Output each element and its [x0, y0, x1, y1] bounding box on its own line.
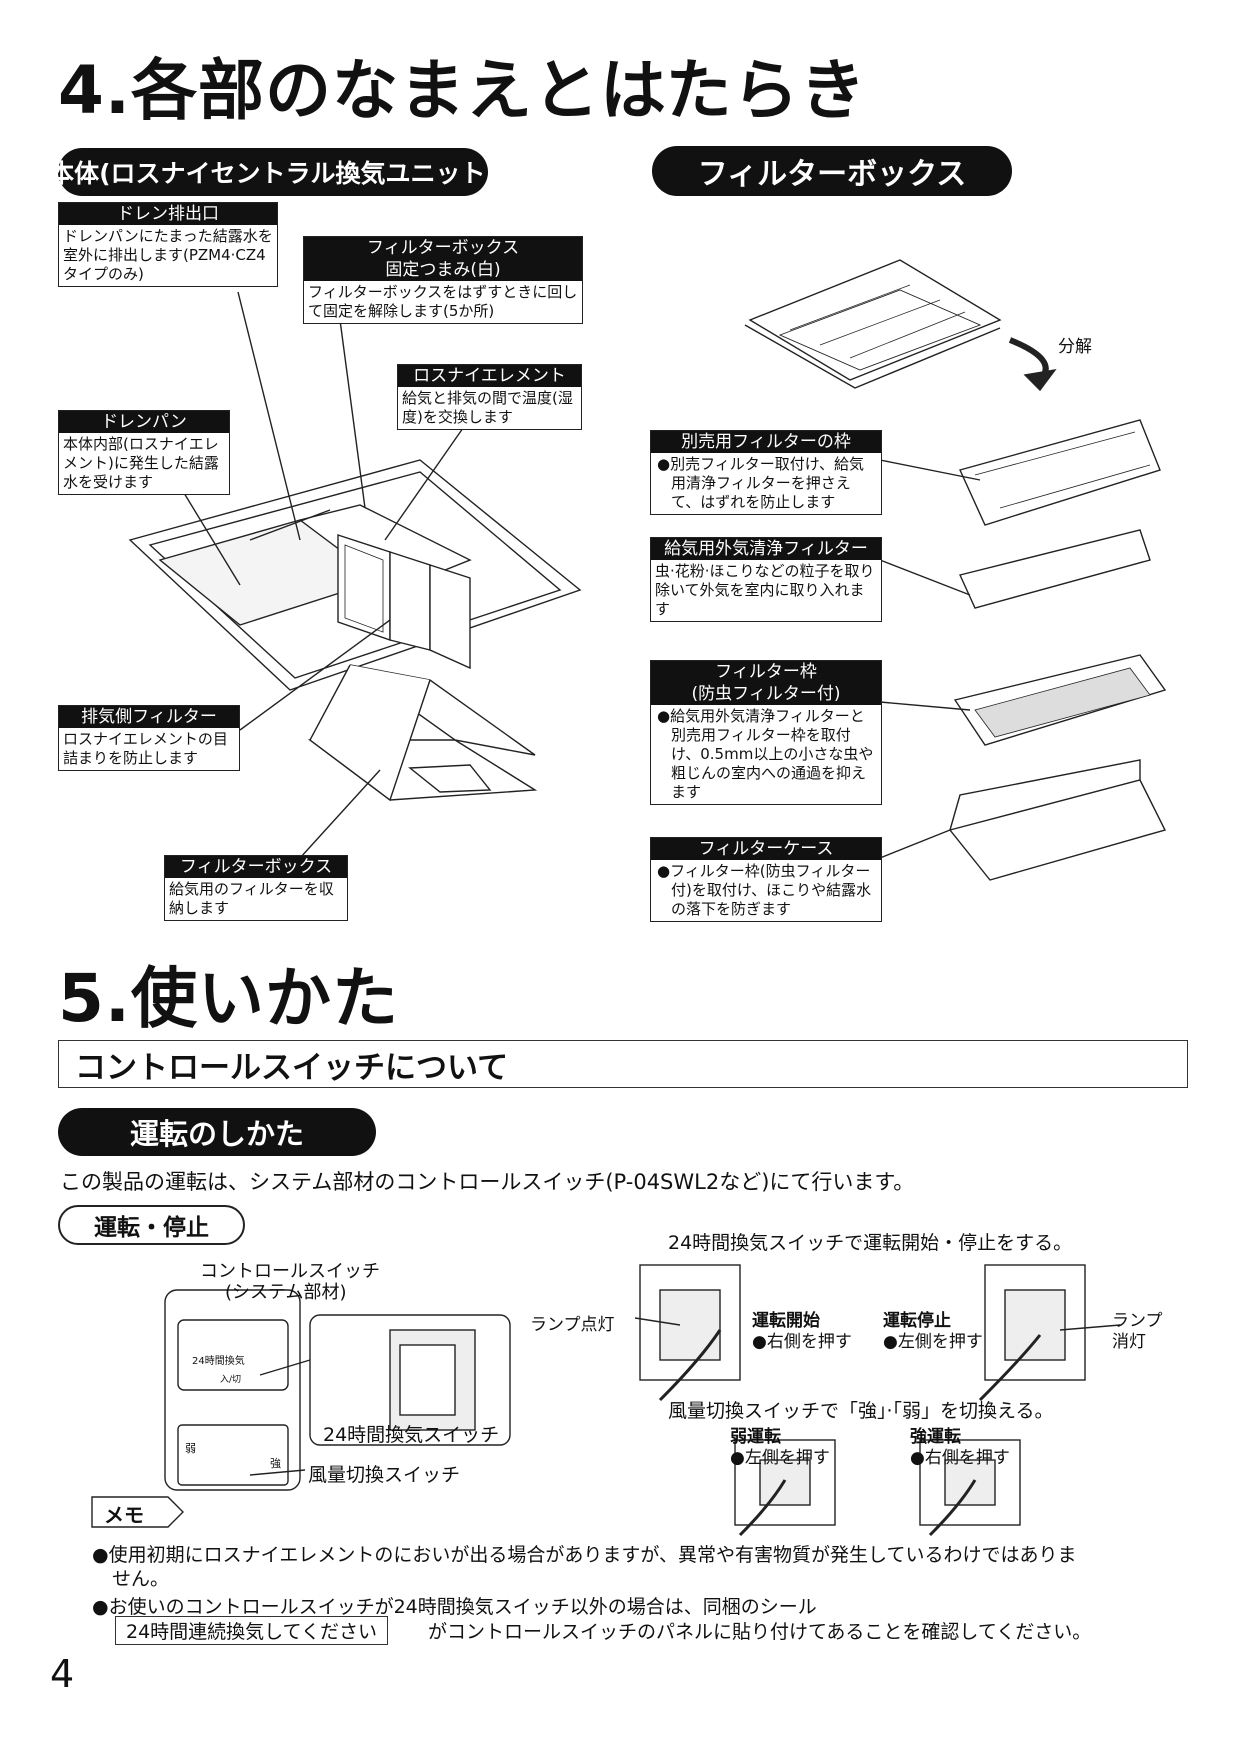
panel-strong-text: 強: [270, 1457, 281, 1470]
filter-box-heading: フィルターボックス: [652, 146, 1012, 196]
memo-item-2: ●お使いのコントロールスイッチが24時間換気スイッチ以外の場合は、同梱のシール: [92, 1596, 817, 1618]
run-stop-label: 運転停止: [883, 1311, 951, 1331]
strong-run-desc: ●右側を押す: [910, 1448, 1010, 1468]
label-title: ドレン排出口: [59, 203, 277, 225]
section5-title: 5.使いかた: [58, 960, 399, 1037]
label-filter-box: フィルターボックス 給気用のフィルターを収納します: [164, 855, 348, 921]
label-exhaust-filter: 排気側フィルター ロスナイエレメントの目詰まりを防止します: [58, 705, 240, 771]
run-start-desc: ●右側を押す: [752, 1332, 852, 1352]
panel-weak-text: 弱: [185, 1442, 196, 1455]
lamp-on-label: ランプ点灯: [530, 1315, 615, 1335]
fan-switch-caption: 風量切換スイッチで「強」·「弱」を切換える。: [668, 1400, 1054, 1422]
memo-item-2b: がコントロールスイッチのパネルに貼り付けてあることを確認してください。: [428, 1621, 1092, 1643]
label-filter-frame: フィルター枠 (防虫フィルター付) ●給気用外気清浄フィルターと別売用フィルター…: [650, 660, 882, 805]
label-body: ●給気用外気清浄フィルターと別売用フィルター枠を取付け、0.5mm以上の小さな虫…: [657, 707, 874, 801]
switch-24h-caption: 24時間換気スイッチで運転開始・停止をする。: [668, 1232, 1073, 1254]
control-switch-band: コントロールスイッチについて: [58, 1040, 1188, 1088]
label-title-2: (防虫フィルター付): [651, 683, 881, 705]
memo-item-1a: ●使用初期にロスナイエレメントのにおいが出る場合がありますが、異常や有害物質が発…: [92, 1544, 1077, 1566]
label-sep-filter-frame: 別売用フィルターの枠 ●別売フィルター取付け、給気用清浄フィルターを押さえて、は…: [650, 430, 882, 515]
main-unit-heading: 本体(ロスナイセントラル換気ユニット): [49, 148, 497, 196]
label-title: フィルター枠: [651, 661, 881, 683]
lamp-off-label-2: 消灯: [1112, 1332, 1146, 1352]
label-title-2: 固定つまみ(白): [304, 259, 582, 281]
label-body: 給気用のフィルターを収納します: [169, 880, 334, 917]
label-title: 給気用外気清浄フィルター: [651, 538, 881, 560]
label-body: 給気と排気の間で温度(湿度)を交換します: [402, 389, 573, 426]
label-body: 本体内部(ロスナイエレメント)に発生した結露水を受けます: [63, 435, 219, 491]
run-start-label: 運転開始: [752, 1311, 820, 1331]
operation-heading: 運転のしかた: [58, 1108, 376, 1156]
run-stop-tag: 運転・停止: [58, 1205, 245, 1245]
weak-run-desc: ●左側を押す: [730, 1448, 830, 1468]
run-stop-desc: ●左側を押す: [883, 1332, 983, 1352]
intro-text: この製品の運転は、システム部材のコントロールスイッチ(P-04SWL2など)にて…: [60, 1170, 915, 1194]
label-title: 別売用フィルターの枠: [651, 431, 881, 453]
memo-label: メモ: [104, 1503, 144, 1527]
control-switch-label: コントロールスイッチ: [200, 1261, 380, 1282]
label-body: ●フィルター枠(防虫フィルター付)を取付け、ほこりや結露水の落下を防ぎます: [657, 862, 872, 918]
memo-seal: 24時間連続換気してください: [115, 1616, 389, 1645]
weak-run-label: 弱運転: [730, 1427, 781, 1447]
label-title: フィルターケース: [651, 838, 881, 860]
label-body: フィルターボックスをはずすときに回して固定を解除します(5か所): [308, 283, 578, 320]
label-body: ●別売フィルター取付け、給気用清浄フィルターを押さえて、はずれを防止します: [657, 455, 865, 511]
fan-switch-label: 風量切換スイッチ: [308, 1464, 461, 1486]
switch-24h-label: 24時間換気スイッチ: [323, 1424, 500, 1446]
lamp-off-label-1: ランプ: [1112, 1311, 1163, 1331]
label-title: フィルターボックス: [304, 237, 582, 259]
label-drain-outlet: ドレン排出口 ドレンパンにたまった結露水を室外に排出します(PZM4·CZ4タイ…: [58, 202, 278, 287]
section4-title: 4.各部のなまえとはたらき: [58, 52, 867, 129]
disassemble-label: 分解: [1058, 337, 1092, 357]
label-filterbox-knob: フィルターボックス 固定つまみ(白) フィルターボックスをはずすときに回して固定…: [303, 236, 583, 324]
label-supply-filter: 給気用外気清浄フィルター 虫·花粉·ほこりなどの粒子を取り除いて外気を室内に取り…: [650, 537, 882, 622]
memo-item-1b: せん。: [112, 1568, 170, 1590]
strong-run-label: 強運転: [910, 1427, 961, 1447]
label-body: ロスナイエレメントの目詰まりを防止します: [63, 730, 228, 767]
page-number: 4: [50, 1652, 75, 1696]
control-switch-sub: (システム部材): [225, 1282, 347, 1303]
label-body: 虫·花粉·ほこりなどの粒子を取り除いて外気を室内に取り入れます: [655, 562, 875, 618]
panel-onoff-text: 入/切: [220, 1375, 242, 1385]
label-title: ロスナイエレメント: [398, 365, 581, 387]
label-filter-case: フィルターケース ●フィルター枠(防虫フィルター付)を取付け、ほこりや結露水の落…: [650, 837, 882, 922]
label-title: フィルターボックス: [165, 856, 347, 878]
panel-24h-text: 24時間換気: [192, 1356, 245, 1367]
label-drain-pan: ドレンパン 本体内部(ロスナイエレメント)に発生した結露水を受けます: [58, 410, 230, 495]
label-title: 排気側フィルター: [59, 706, 239, 728]
label-lossnay-element: ロスナイエレメント 給気と排気の間で温度(湿度)を交換します: [397, 364, 582, 430]
label-body: ドレンパンにたまった結露水を室外に排出します(PZM4·CZ4タイプのみ): [63, 227, 273, 283]
label-title: ドレンパン: [59, 411, 229, 433]
